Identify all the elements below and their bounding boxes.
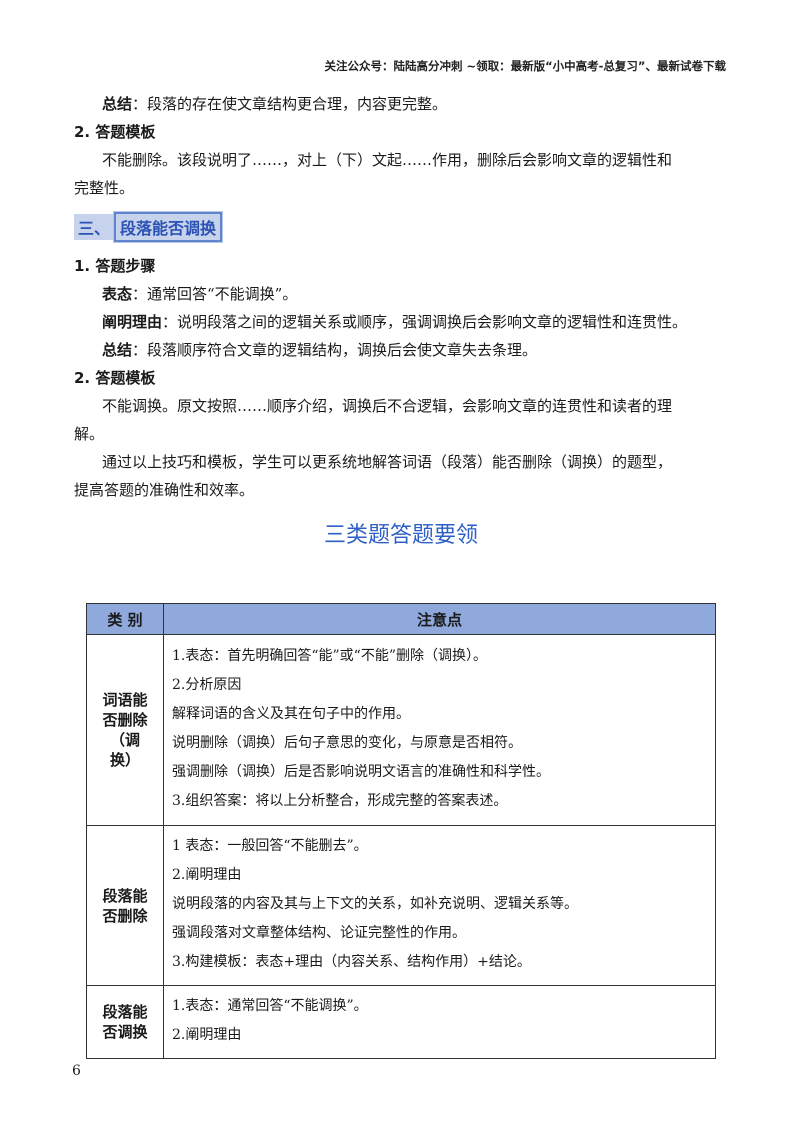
category-text: 段落能 (102, 1003, 148, 1021)
note-line: 1.表态：首先明确回答“能”或“不能”删除（调换）。 (172, 648, 487, 664)
note-line: 3.构建模板：表态+理由（内容关系、结构作用）+结论。 (172, 954, 531, 970)
notes-cell: 1 表态：一般回答“不能删去”。 2.阐明理由 说明段落的内容及其与上下文的关系… (163, 825, 716, 986)
step-item: 总结：段落顺序符合文章的逻辑结构，调换后会使文章失去条理。 (74, 336, 728, 364)
category-cell: 词语能 否删除 （调 换） (86, 634, 164, 826)
template2-line-2: 解。 (74, 425, 105, 443)
category-text: 否删除 (102, 906, 148, 925)
step-text: ：通常回答“不能调换”。 (132, 285, 298, 303)
page-number: 6 (72, 1063, 81, 1079)
step-item: 阐明理由：说明段落之间的逻辑关系或顺序，强调调换后会影响文章的逻辑性和连贯性。 (74, 308, 728, 336)
step-item: 表态：通常回答“不能调换”。 (74, 280, 728, 308)
note-line: 强调段落对文章整体结构、论证完整性的作用。 (172, 925, 466, 941)
table-row: 段落能 否调换 1.表态：通常回答“不能调换”。 2.阐明理由 (86, 985, 716, 1059)
page-header: 关注公众号：陆陆高分冲刺 ~领取：最新版“小中高考-总复习”、最新试卷下载 (324, 59, 726, 73)
summary-label: 总结 (102, 95, 133, 113)
template-heading: 2. 答题模板 (74, 123, 156, 141)
category-text: 否调换 (102, 1023, 148, 1041)
note-line: 说明删除（调换）后句子意思的变化，与原意是否相符。 (172, 735, 522, 751)
conclusion-line-1: 通过以上技巧和模板，学生可以更系统地解答词语（段落）能否删除（调换）的题型， (102, 453, 673, 471)
note-line: 2.阐明理由 (172, 867, 242, 883)
category-text: 否删除 (102, 711, 148, 729)
section-heading: 三、 段落能否调换 (74, 210, 728, 244)
conclusion-line-2: 提高答题的准确性和效率。 (74, 481, 255, 499)
notes-cell: 1.表态：通常回答“不能调换”。 2.阐明理由 (163, 985, 716, 1059)
category-cell: 段落能 否删除 (86, 825, 164, 986)
section-number: 三、 (74, 214, 115, 240)
notes-cell: 1.表态：首先明确回答“能”或“不能”删除（调换）。 2.分析原因 解释词语的含… (163, 634, 716, 826)
summary-line: 总结：段落的存在使文章结构更合理，内容更完整。 (74, 90, 728, 118)
note-line: 解释词语的含义及其在句子中的作用。 (172, 706, 410, 722)
column-header-category: 类 别 (86, 603, 164, 635)
template2-heading: 2. 答题模板 (74, 369, 156, 387)
section-title: 段落能否调换 (113, 211, 224, 243)
note-line: 2.分析原因 (172, 677, 242, 693)
note-line: 1.表态：通常回答“不能调换”。 (172, 998, 368, 1014)
category-text: 换） (109, 751, 140, 769)
note-line: 强调删除（调换）后是否影响说明文语言的准确性和科学性。 (172, 764, 550, 780)
summary-text: ：段落的存在使文章结构更合理，内容更完整。 (132, 95, 448, 113)
page-content: 总结：段落的存在使文章结构更合理，内容更完整。 2. 答题模板 不能删除。该段说… (74, 90, 728, 556)
steps-heading: 1. 答题步骤 (74, 257, 156, 275)
note-line: 2.阐明理由 (172, 1027, 242, 1043)
step-label: 总结 (102, 341, 133, 359)
step-label: 表态 (102, 285, 133, 303)
table-row: 词语能 否删除 （调 换） 1.表态：首先明确回答“能”或“不能”删除（调换）。… (86, 634, 716, 826)
note-line: 1 表态：一般回答“不能删去”。 (172, 838, 368, 854)
column-header-notes: 注意点 (163, 603, 716, 635)
table-title: 三类题答题要领 (323, 523, 478, 548)
template-line-1: 不能删除。该段说明了……，对上（下）文起……作用，删除后会影响文章的逻辑性和 (102, 151, 673, 169)
template2-line-1: 不能调换。原文按照……顺序介绍，调换后不合逻辑，会影响文章的连贯性和读者的理 (102, 397, 673, 415)
table-header-row: 类 别 注意点 (86, 603, 716, 635)
step-text: ：说明段落之间的逻辑关系或顺序，强调调换后会影响文章的逻辑性和连贯性。 (162, 313, 688, 331)
template-line-2: 完整性。 (74, 179, 135, 197)
tips-table: 类 别 注意点 词语能 否删除 （调 换） 1.表态：首先明确回答“能”或“不能… (86, 603, 716, 1059)
category-text: 段落能 (102, 886, 148, 905)
note-line: 说明段落的内容及其与上下文的关系，如补充说明、逻辑关系等。 (172, 896, 578, 912)
step-text: ：段落顺序符合文章的逻辑结构，调换后会使文章失去条理。 (132, 341, 538, 359)
table-row: 段落能 否删除 1 表态：一般回答“不能删去”。 2.阐明理由 说明段落的内容及… (86, 825, 716, 986)
category-text: 词语能 (102, 691, 148, 709)
note-line: 3.组织答案：将以上分析整合，形成完整的答案表述。 (172, 793, 508, 809)
category-cell: 段落能 否调换 (86, 985, 164, 1059)
step-label: 阐明理由 (102, 313, 163, 331)
category-text: （调 (109, 731, 140, 749)
